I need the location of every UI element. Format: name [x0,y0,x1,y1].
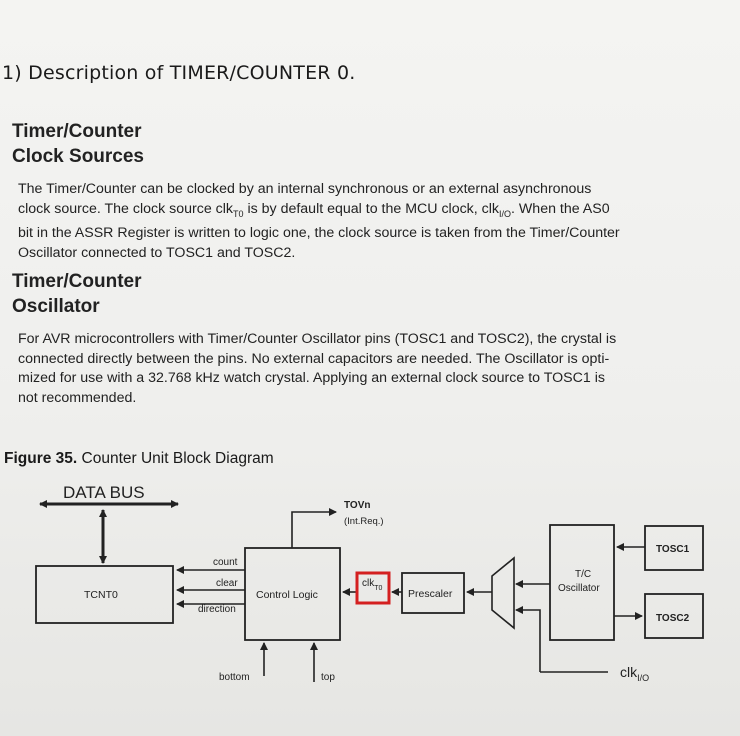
figure-title: Counter Unit Block Diagram [81,450,274,467]
figure-label: Figure 35. [4,450,78,467]
tosc1-label: TOSC1 [656,544,690,555]
count-label: count [213,557,238,568]
tc-oscillator-label-line2: Oscillator [558,583,600,594]
paragraph-line: The Timer/Counter can be clocked by an i… [18,181,592,197]
paragraph-line: not recommended. [18,389,137,406]
prescaler-label: Prescaler [408,588,453,600]
heading-line: Timer/Counter [12,271,142,292]
paragraph-line: bit in the ASSR Register is written to l… [18,225,620,242]
block-diagram: DATA BUS TCNT0 count clear direction Con… [35,483,704,683]
clock-sources-paragraph: The Timer/Counter can be clocked by an i… [18,180,730,263]
paragraph-line: clock source. The clock source clkT0 is … [18,200,610,219]
tc-oscillator-box [549,524,615,641]
clear-label: clear [216,578,238,589]
prescaler-box [401,572,465,614]
section-title: 1) Description of TIMER/COUNTER 0. [2,62,356,84]
bottom-label: bottom [219,672,250,683]
heading-line: Clock Sources [12,146,144,167]
clk-t0-label: clkT0 [362,578,383,592]
control-logic-label: Control Logic [256,589,318,601]
clk-t0-highlight [355,571,391,605]
oscillator-paragraph: For AVR microcontrollers with Timer/Coun… [18,330,730,408]
paragraph-line: connected directly between the pins. No … [18,350,610,367]
paragraph-line: mized for use with a 32.768 kHz watch cr… [18,370,605,387]
int-req-label: (Int.Req.) [344,516,384,527]
heading-line: Oscillator [12,296,100,317]
figure-caption: Figure 35. Counter Unit Block Diagram [4,450,274,468]
data-bus-label: DATA BUS [63,483,145,502]
clk-io-label: clkI/O [620,664,649,683]
tc-oscillator-label-line1: T/C [575,569,591,580]
clock-sources-heading: Timer/Counter Clock Sources [12,119,144,169]
heading-line: Timer/Counter [12,121,142,142]
tosc2-label: TOSC2 [656,613,690,624]
tovn-arrow [291,508,337,548]
tosc1-pin-box [644,525,704,571]
paragraph-line: For AVR microcontrollers with Timer/Coun… [18,331,617,347]
tovn-label: TOVn [344,500,370,511]
top-label: top [321,672,335,683]
direction-label: direction [198,604,236,615]
tcnt0-box [35,565,174,624]
oscillator-heading: Timer/Counter Oscillator [12,269,142,319]
tcnt0-label: TCNT0 [84,589,118,601]
clock-select-mux [491,556,515,630]
paragraph-line: Oscillator connected to TOSC1 and TOSC2. [18,244,296,261]
tosc2-pin-box [644,593,704,639]
clk-io-to-mux-arrow [515,606,541,672]
